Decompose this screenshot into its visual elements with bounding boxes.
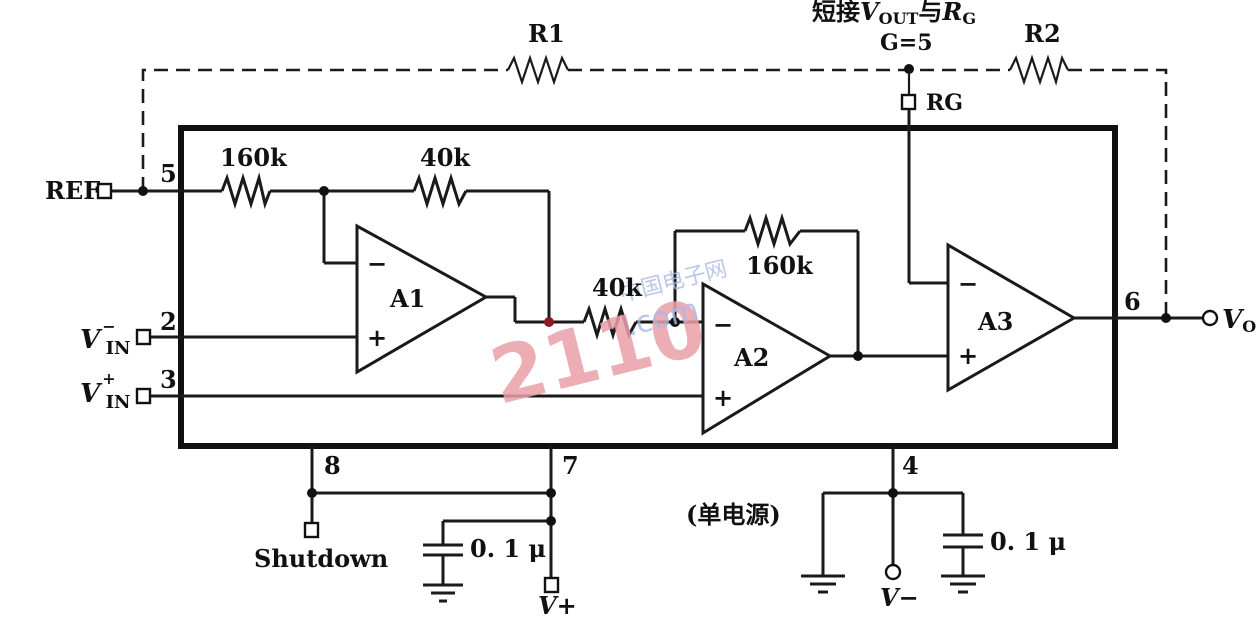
label-vo: VO [1222,305,1256,336]
terminals [96,182,1219,594]
r2-resistor [1009,54,1069,86]
label-pin6: 6 [1124,287,1141,316]
resistor-40k-top [412,172,468,210]
label-gain: G=5 [880,30,933,56]
external-dashed-loop [141,54,1168,318]
label-pin5: 5 [160,159,177,188]
label-pin8: 8 [324,451,341,480]
label-pin7: 7 [562,451,579,480]
a1-plus: + [367,323,387,352]
label-160k-feedback: 160k [746,251,814,280]
ground-mid [801,574,845,594]
label-40k-top: 40k [420,143,471,172]
label-vplus: V+ [538,591,577,620]
shutdown-terminal [303,521,320,539]
vo-terminal [1201,309,1219,327]
opamp-a2 [701,281,833,436]
a1-minus: − [367,249,387,278]
a3-minus: − [958,269,978,298]
vin-minus-terminal [135,328,152,346]
label-40k-mid: 40k [592,273,643,302]
ref-terminal [96,182,113,200]
vin-plus-terminal [135,387,152,405]
a3-plus: + [958,341,978,370]
resistor-40k-mid [582,303,638,341]
labels: R1 R2 短接VOUT与RG G=5 RG REF 5 2 3 6 8 7 4… [45,0,1256,620]
resistor-160k-feedback [743,212,802,250]
label-pin3: 3 [160,365,177,394]
label-cap-right: 0. 1 μ [990,527,1066,556]
vminus-terminal [884,563,902,581]
label-cap-left: 0. 1 μ [470,534,546,563]
label-a2: A2 [733,343,769,372]
junction-dots [138,186,1171,526]
label-vin-plus: V+IN [80,369,130,413]
capacitor-left [423,543,463,557]
label-single-supply: (单电源) [686,500,781,529]
label-shutdown: Shutdown [254,544,388,573]
wiring [111,109,1203,585]
label-r1: R1 [528,19,565,48]
ground-left [423,583,463,603]
ground-right [941,574,985,594]
opamp-a3 [946,242,1078,393]
label-ref: REF [45,176,100,205]
rg-terminal [900,93,917,111]
resistor-160k-ref [220,172,272,210]
ic-package-outline [178,125,1118,449]
vplus-terminal [543,576,560,594]
label-a3: A3 [977,307,1013,336]
label-pin4: 4 [902,451,919,480]
a2-minus: − [713,310,733,339]
label-vminus: V− [880,583,919,612]
a2-plus: + [713,383,733,412]
label-160k-ref: 160k [220,143,288,172]
label-r2: R2 [1024,19,1061,48]
label-a1: A1 [389,284,425,313]
label-short-note: 短接VOUT与RG [812,0,976,28]
opamp-a1 [355,223,490,375]
capacitor-right [943,533,983,549]
label-rg-pin: RG [926,90,963,116]
r1-resistor [507,54,569,86]
label-vin-minus: V−IN [80,317,130,359]
label-pin2: 2 [160,307,177,336]
